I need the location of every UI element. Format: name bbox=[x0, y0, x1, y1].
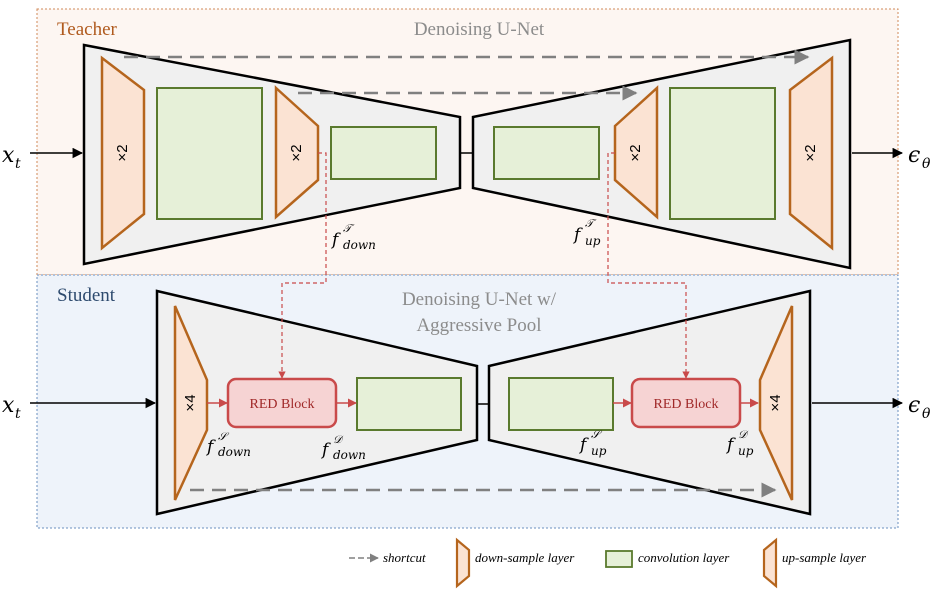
svg-text:f: f bbox=[320, 440, 331, 460]
teacher-up-multiplier: ×2 bbox=[802, 144, 819, 161]
svg-text:𝒟: 𝒟 bbox=[738, 428, 749, 441]
teacher-conv-layer bbox=[156, 87, 263, 220]
student-conv-layer bbox=[356, 377, 462, 431]
student-upsample-layer bbox=[758, 305, 794, 501]
student-output-label: ϵ θ bbox=[908, 393, 931, 422]
teacher-title: Denoising U-Net bbox=[414, 19, 545, 40]
svg-text:θ: θ bbox=[922, 156, 931, 172]
legend: shortcut down-sample layer convolution l… bbox=[349, 537, 867, 589]
student-up-multiplier: ×4 bbox=[767, 394, 784, 411]
svg-text:up: up bbox=[585, 234, 601, 248]
student-feature-d-up-label: f 𝒟 up bbox=[725, 428, 754, 458]
student-conv-layer-2 bbox=[508, 377, 614, 431]
student-title-line1: Denoising U-Net w/ bbox=[402, 289, 557, 310]
teacher-downsample-layer bbox=[100, 55, 146, 251]
teacher-conv-layer-4 bbox=[669, 87, 776, 220]
svg-text:t: t bbox=[15, 406, 21, 422]
svg-text:f: f bbox=[578, 435, 589, 455]
distill-link-down bbox=[278, 152, 327, 379]
teacher-downsample-layer-2 bbox=[274, 85, 320, 220]
teacher-label: Teacher bbox=[57, 19, 118, 40]
svg-text:down: down bbox=[343, 238, 376, 252]
svg-text:f: f bbox=[330, 230, 341, 250]
student-label: Student bbox=[57, 285, 116, 306]
legend-downsample-icon bbox=[455, 537, 471, 589]
svg-text:f: f bbox=[725, 435, 736, 455]
svg-text:down: down bbox=[218, 445, 251, 459]
teacher-upsample-layer bbox=[613, 85, 659, 220]
svg-text:𝒟: 𝒟 bbox=[333, 433, 344, 446]
distill-link-up bbox=[607, 152, 690, 379]
teacher-down-multiplier: ×2 bbox=[114, 144, 131, 161]
student-down-multiplier: ×4 bbox=[182, 394, 199, 411]
legend-downsample-label: down-sample layer bbox=[475, 550, 575, 565]
legend-conv-label: convolution layer bbox=[638, 550, 730, 565]
svg-text:ϵ: ϵ bbox=[908, 393, 920, 418]
legend-conv-icon bbox=[605, 550, 633, 568]
teacher-upsample-layer-2 bbox=[788, 55, 834, 251]
legend-upsample-label: up-sample layer bbox=[782, 550, 867, 565]
svg-text:f: f bbox=[205, 437, 216, 457]
legend-shortcut-label: shortcut bbox=[383, 550, 426, 565]
svg-text:up: up bbox=[738, 444, 754, 458]
student-red-block-right-label: RED Block bbox=[654, 397, 719, 412]
teacher-conv-layer-2 bbox=[330, 126, 437, 180]
svg-text:up: up bbox=[591, 444, 607, 458]
teacher-conv-layer-3 bbox=[493, 126, 600, 180]
svg-text:θ: θ bbox=[922, 406, 931, 422]
svg-text:ϵ: ϵ bbox=[908, 143, 920, 168]
student-feature-d-down-label: f 𝒟 down bbox=[320, 433, 366, 462]
student-title-line2: Aggressive Pool bbox=[416, 315, 541, 336]
teacher-input-label: x t bbox=[2, 143, 21, 172]
teacher-output-label: ϵ θ bbox=[908, 143, 931, 172]
student-downsample-layer bbox=[173, 305, 209, 501]
svg-text:down: down bbox=[333, 448, 366, 462]
teacher-mid-up-multiplier: ×2 bbox=[627, 144, 644, 161]
student-red-block-left-label: RED Block bbox=[250, 397, 315, 412]
student-input-label: x t bbox=[2, 393, 21, 422]
svg-text:x: x bbox=[2, 143, 15, 168]
legend-upsample-icon bbox=[762, 537, 778, 589]
teacher-mid-down-multiplier: ×2 bbox=[288, 144, 305, 161]
svg-text:f: f bbox=[572, 225, 583, 245]
svg-text:t: t bbox=[15, 156, 21, 172]
svg-text:x: x bbox=[2, 393, 15, 418]
